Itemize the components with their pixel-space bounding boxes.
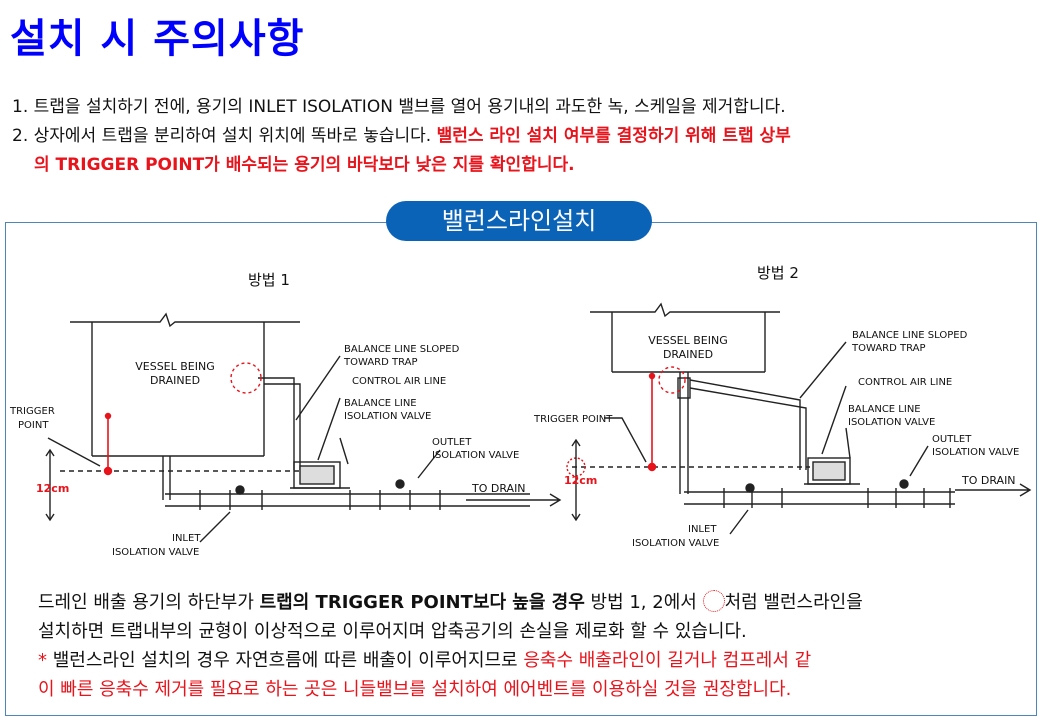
step-1-text: 트랩을 설치하기 전에, 용기의 INLET ISOLATION 밸브를 열어 … [33, 97, 786, 117]
method-2-balance-valve-label: BALANCE LINE [848, 404, 921, 415]
method-2-balance-connection-marker [658, 366, 686, 394]
step-2: 2. 상자에서 트랩을 분리하여 설치 위치에 똑바로 놓습니다. 밸런스 라인… [12, 122, 1032, 151]
method-1-trigger-point [103, 466, 113, 476]
note-emphasis: 트랩의 TRIGGER POINT보다 높을 경우 [259, 592, 585, 613]
method-2-vessel-label-2: DRAINED [663, 348, 713, 361]
method-1-outlet-valve [395, 479, 405, 489]
method-2-balance-valve-label-2: ISOLATION VALVE [848, 417, 935, 428]
method-2-inlet-valve-label-2: ISOLATION VALVE [632, 538, 719, 549]
method-2-label: 방법 2 [757, 264, 799, 282]
method-2-inlet-valve [745, 483, 755, 493]
method-1-label: 방법 1 [248, 271, 290, 289]
method-2-diagram: 방법 2 VESSEL BEING DRAINED TO DRAIN TRIGG… [533, 264, 1032, 549]
note-text: 방법 1, 2에서 [584, 592, 703, 613]
method-1-inlet-valve-label-2: ISOLATION VALVE [112, 547, 199, 558]
step-2-warning-continued: 의 TRIGGER POINT가 배수되는 용기의 바닥보다 낮은 지를 확인합… [34, 155, 575, 175]
method-2-outlet-valve-label-2: ISOLATION VALVE [932, 447, 1019, 458]
method-2-trigger-label: TRIGGER POINT [533, 414, 613, 425]
note-line-4: 이 빠른 응축수 제거를 필요로 하는 곳은 니들밸브를 설치하여 에어벤트를 … [38, 679, 792, 700]
method-1-inlet-valve-label: INLET [172, 533, 201, 544]
dotted-circle-icon [702, 590, 725, 612]
method-1-outlet-valve-label-2: ISOLATION VALVE [432, 450, 519, 461]
method-2-dimension: 12cm [564, 474, 597, 487]
method-2-outlet-valve-label: OUTLET [932, 434, 972, 445]
method-2-balance-line-label-2: TOWARD TRAP [851, 343, 926, 354]
method-1-trigger-label: TRIGGER [9, 406, 55, 417]
method-2-control-air-label: CONTROL AIR LINE [858, 377, 952, 388]
page-title: 설치 시 주의사항 [10, 16, 305, 62]
method-2-trigger-point [647, 462, 657, 472]
method-1-dimension: 12cm [36, 482, 69, 495]
method-1-outlet-valve-label: OUTLET [432, 437, 472, 448]
method-1-drain-label: TO DRAIN [471, 482, 526, 495]
method-1-balance-connection-marker [230, 362, 262, 394]
method-1-control-air-label: CONTROL AIR LINE [352, 376, 446, 387]
method-2-outlet-valve [899, 479, 909, 489]
note-line-3: * 밸런스라인 설치의 경우 자연흐름에 따른 배출이 이루어지므로 응축수 배… [38, 646, 1028, 675]
method-2-drain-label: TO DRAIN [961, 474, 1016, 487]
method-1-vessel-label: VESSEL BEING [135, 360, 215, 373]
note-line-1: 드레인 배출 용기의 하단부가 트랩의 TRIGGER POINT보다 높을 경… [38, 588, 1028, 617]
instruction-list: 1. 트랩을 설치하기 전에, 용기의 INLET ISOLATION 밸브를 … [12, 93, 1032, 180]
method-1-balance-line-label-2: TOWARD TRAP [343, 357, 418, 368]
method-2-vessel-label: VESSEL BEING [648, 334, 728, 347]
note-warning: 응축수 배출라인이 길거나 컴프레서 같 [523, 650, 812, 671]
step-2-text: 상자에서 트랩을 분리하여 설치 위치에 똑바로 놓습니다. [33, 126, 432, 146]
note-line-2: 설치하면 트랩내부의 균형이 이상적으로 이루어지며 압축공기의 손실을 제로화… [38, 621, 747, 642]
method-1-balance-valve-label-2: ISOLATION VALVE [344, 411, 431, 422]
explanation-note: 드레인 배출 용기의 하단부가 트랩의 TRIGGER POINT보다 높을 경… [38, 588, 1028, 704]
method-2-inlet-valve-label: INLET [688, 524, 717, 535]
note-text: 드레인 배출 용기의 하단부가 [38, 592, 260, 613]
method-1-diagram: 방법 1 VESSEL BEING DRAINED TO DRAIN TRIGG… [9, 271, 562, 558]
step-1-number: 1. [12, 97, 29, 117]
note-asterisk: * [38, 650, 53, 671]
method-2-balance-line-label: BALANCE LINE SLOPED [852, 330, 968, 341]
note-text: 밸런스라인 설치의 경우 자연흐름에 따른 배출이 이루어지므로 [52, 650, 524, 671]
method-1-inlet-valve [235, 485, 245, 495]
note-text: 처럼 밸런스라인을 [724, 592, 863, 613]
section-label-badge: 밸런스라인설치 [386, 201, 652, 241]
method-1-balance-line-label: BALANCE LINE SLOPED [344, 344, 460, 355]
method-1-trigger-label-2: POINT [18, 420, 49, 431]
step-1: 1. 트랩을 설치하기 전에, 용기의 INLET ISOLATION 밸브를 … [12, 93, 1032, 122]
step-2-number: 2. [12, 126, 29, 146]
step-2-continued: 의 TRIGGER POINT가 배수되는 용기의 바닥보다 낮은 지를 확인합… [12, 151, 1032, 180]
step-2-warning: 밸런스 라인 설치 여부를 결정하기 위해 트랩 상부 [436, 126, 791, 146]
method-1-vessel-label-2: DRAINED [150, 374, 200, 387]
method-1-balance-valve-label: BALANCE LINE [344, 398, 417, 409]
